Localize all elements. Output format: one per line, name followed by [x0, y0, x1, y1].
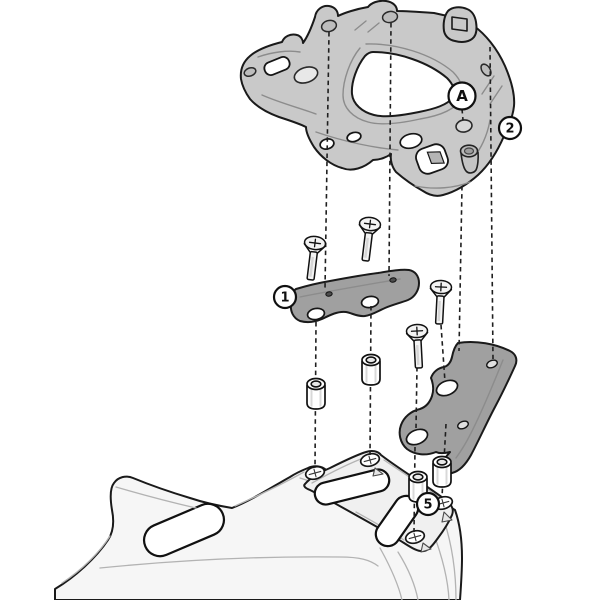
plate-hook-tab: [442, 6, 478, 43]
bracket-left-ridge: [299, 278, 401, 298]
bracket-dimple: [325, 291, 333, 297]
rack-mount-hole: [304, 465, 326, 481]
bracket-hole: [435, 379, 459, 397]
projection-line: [440, 324, 446, 383]
spacer-bushing: [361, 353, 381, 386]
bracket-left: [289, 268, 420, 324]
callout-1: 1: [272, 284, 298, 310]
bracket-left-body: [289, 268, 420, 324]
bottom-small-oval: [346, 131, 362, 143]
bracket-right-body: [398, 341, 518, 475]
projection-line: [489, 46, 494, 360]
monorack-plate: [239, 0, 516, 197]
spacer-bushing: [432, 455, 452, 488]
arm-small-hole: [243, 66, 257, 78]
plate-hole: [381, 10, 399, 24]
callout-a-leader: [461, 108, 464, 121]
bottom-small-oval: [319, 138, 335, 150]
arm-tip-slot: [263, 56, 291, 76]
projection-line: [415, 366, 418, 429]
tail-panel-lines: [61, 471, 457, 600]
projection-line: [458, 185, 463, 352]
bottom-slot-with-clip: [415, 143, 449, 175]
countersunk-screw: [427, 278, 454, 326]
rack-triangle-marks: [372, 467, 453, 553]
callout-a-label: A: [456, 87, 468, 105]
countersunk-screw: [404, 322, 431, 370]
plate-hole: [320, 19, 338, 33]
tail-handle-slot: [142, 502, 226, 558]
callout-5: 5: [415, 491, 441, 517]
countersunk-screw: [298, 234, 328, 283]
callout-2: 2: [497, 115, 523, 141]
bracket-small-hole: [457, 420, 469, 430]
bracket-dimple: [389, 277, 397, 283]
spacer-bushing: [306, 377, 326, 410]
callout-2-label: 2: [505, 122, 514, 137]
arm-oval-hole: [293, 66, 319, 84]
callout-a: A: [447, 81, 477, 111]
bottom-oval-hole: [399, 132, 423, 150]
plate-boss: [459, 144, 479, 174]
rack-slot-left: [313, 468, 391, 506]
projection-line: [388, 22, 392, 277]
bracket-hole: [405, 428, 429, 446]
bracket-right: [398, 341, 518, 475]
rack-plate: [303, 450, 454, 553]
countersunk-screw: [353, 215, 383, 264]
rack-mount-hole: [359, 452, 381, 468]
callout-a-hole: [455, 119, 473, 133]
plate-holes: [243, 10, 492, 175]
bracket-small-hole: [486, 359, 498, 369]
bracket-right-ridge: [455, 359, 504, 459]
plate-opening: [350, 51, 456, 118]
bracket-hole: [306, 307, 326, 321]
callout-1-label: 1: [280, 291, 289, 306]
callout-5-label: 5: [423, 498, 432, 513]
